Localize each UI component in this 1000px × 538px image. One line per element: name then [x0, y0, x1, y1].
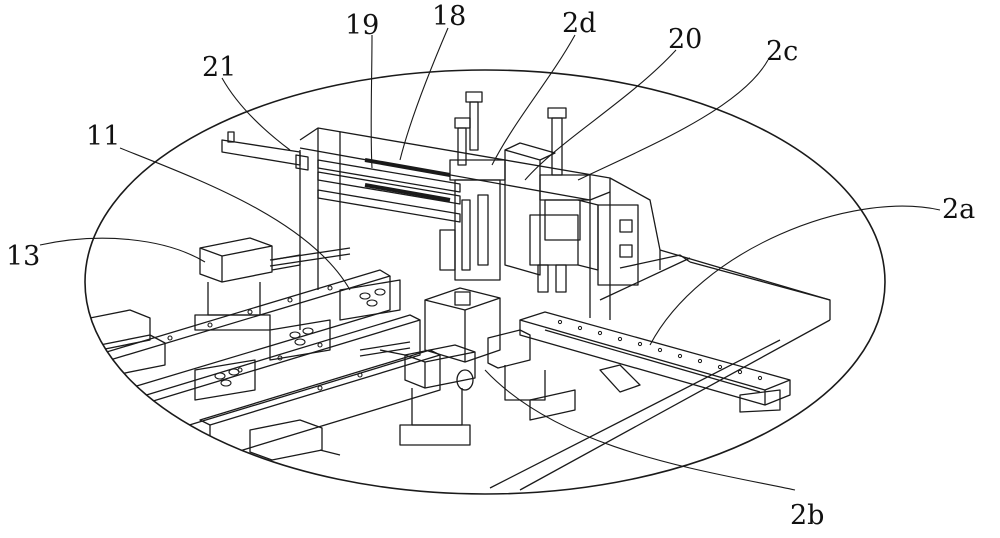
cylinder-21	[221, 131, 309, 171]
detail-ellipse	[84, 69, 886, 495]
base-table	[299, 150, 831, 491]
leader-2a	[649, 205, 941, 346]
conveyor-holes	[167, 285, 386, 391]
label-20: 20	[668, 24, 702, 55]
slide-13	[194, 237, 301, 331]
rail-holes	[557, 319, 763, 381]
label-19: 19	[345, 10, 379, 41]
label-18: 18	[432, 1, 466, 32]
guide-rods	[269, 247, 411, 357]
label-2c: 2c	[766, 36, 798, 67]
leader-21	[221, 77, 291, 151]
leader-lines	[39, 27, 941, 491]
cup-2b	[379, 287, 501, 446]
label-2d: 2d	[562, 8, 596, 39]
label-21: 21	[202, 52, 236, 83]
leader-2d	[491, 34, 576, 166]
leader-18	[399, 27, 449, 161]
label-13: 13	[6, 241, 40, 272]
leader-13	[39, 237, 206, 263]
feed-rail-2a	[519, 311, 791, 413]
leader-11	[119, 147, 351, 291]
feed-motor	[487, 329, 576, 421]
label-2b: 2b	[790, 500, 824, 531]
label-2a: 2a	[942, 194, 975, 225]
leader-20	[524, 49, 677, 181]
left-slides	[85, 309, 341, 461]
slide-rails	[317, 158, 461, 223]
leader-19	[370, 34, 373, 169]
cylinder-2d	[439, 91, 506, 281]
leader-2b	[484, 369, 796, 491]
plate-20	[504, 142, 556, 276]
gantry-frame	[299, 127, 661, 320]
leader-2c	[577, 59, 769, 181]
label-11: 11	[86, 121, 120, 152]
reference-labels: 21 19 18 2d 20 2c 11 2a 13 2b	[6, 1, 975, 531]
gripper-2c	[529, 107, 599, 293]
